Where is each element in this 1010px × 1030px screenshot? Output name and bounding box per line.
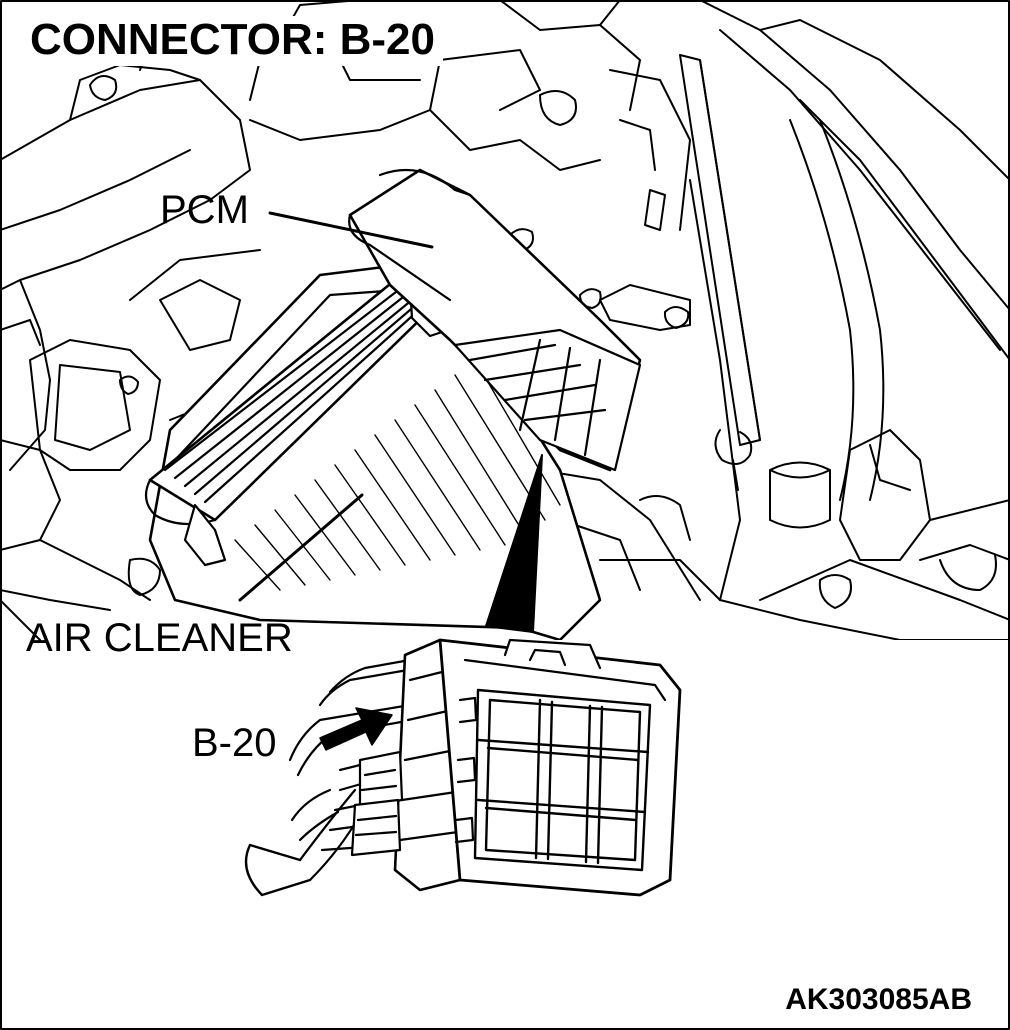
diagram-title: CONNECTOR: B-20: [24, 16, 444, 66]
leader-lines: [238, 211, 434, 602]
pcm-leader-line: [268, 211, 434, 249]
connector-arrow: [319, 707, 393, 751]
pcm-connector-zoom: [244, 638, 682, 897]
pcm-label: PCM: [160, 188, 249, 232]
connector-label: B-20: [192, 721, 277, 765]
connector-pointer: [485, 454, 543, 633]
figure-code: AK303085AB: [785, 983, 972, 1016]
air-cleaner-label: AIR CLEANER: [26, 616, 293, 660]
air-cleaner-leader-line: [238, 493, 364, 602]
